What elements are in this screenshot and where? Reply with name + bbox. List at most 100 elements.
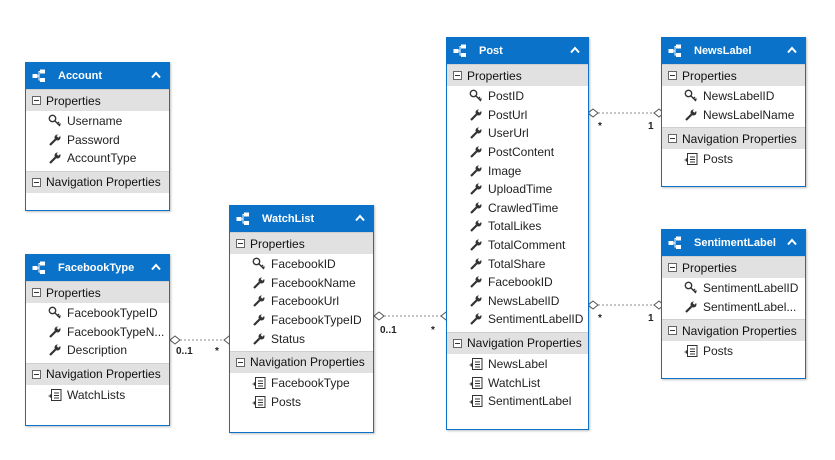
entity-title: Account (58, 70, 102, 82)
navigation-row[interactable]: SentimentLabel (447, 392, 588, 411)
property-row[interactable]: FacebookName (230, 274, 373, 293)
collapse-toggle-icon[interactable] (668, 263, 677, 272)
property-row[interactable]: FacebookUrl (230, 292, 373, 311)
collapse-toggle-icon[interactable] (32, 288, 41, 297)
entity-header: Account (26, 63, 169, 89)
property-name: FacebookUrl (271, 294, 340, 309)
property-name: Status (271, 331, 306, 346)
properties-section-header[interactable]: Properties (26, 281, 169, 303)
property-row[interactable]: UserUrl (447, 124, 588, 143)
navigation-row[interactable]: NewsLabel (447, 355, 588, 374)
navigation-section-header[interactable]: Navigation Properties (230, 350, 373, 373)
key-icon (684, 281, 698, 295)
navigation-name: SentimentLabel (488, 394, 572, 409)
property-row[interactable]: TotalComment (447, 236, 588, 255)
multiplicity-label: * (431, 325, 435, 336)
navigation-row[interactable]: Posts (230, 393, 373, 412)
property-name: UserUrl (488, 126, 529, 141)
collapse-toggle-icon[interactable] (32, 177, 41, 187)
entity-header: FacebookType (26, 255, 169, 281)
property-row[interactable]: SentimentLabelID (662, 279, 805, 298)
property-row[interactable]: Image (447, 161, 588, 180)
property-name: SentimentLabelID (488, 312, 584, 327)
property-name: FacebookTypeID (271, 313, 362, 328)
wrench-icon (252, 294, 266, 308)
property-row[interactable]: SentimentLabel... (662, 298, 805, 317)
entity-header: SentimentLabel (662, 230, 805, 256)
properties-section-header[interactable]: Properties (26, 89, 169, 111)
property-row[interactable]: FacebookTypeID (26, 304, 169, 323)
wrench-icon (469, 145, 483, 159)
wrench-icon (252, 276, 266, 290)
property-row[interactable]: UploadTime (447, 180, 588, 199)
navigation-row[interactable]: WatchLists (26, 386, 169, 405)
property-row[interactable]: TotalShare (447, 254, 588, 273)
navigation-row[interactable]: FacebookType (230, 374, 373, 393)
property-row[interactable]: NewsLabelName (662, 106, 805, 125)
navigation-section-header[interactable]: Navigation Properties (26, 362, 169, 385)
navigation-row[interactable]: Posts (662, 342, 805, 361)
property-row[interactable]: TotalLikes (447, 217, 588, 236)
collapse-toggle-icon[interactable] (453, 71, 462, 80)
property-name: Image (488, 163, 522, 178)
property-row[interactable]: FacebookTypeID (230, 311, 373, 330)
navigation-icon (684, 344, 698, 358)
collapse-toggle-icon[interactable] (236, 239, 245, 248)
collapse-toggle-icon[interactable] (236, 357, 245, 367)
collapse-toggle-icon[interactable] (32, 369, 41, 379)
wrench-icon (48, 133, 62, 147)
property-row[interactable]: SentimentLabelID (447, 310, 588, 329)
collapse-toggle-icon[interactable] (453, 338, 462, 348)
property-row[interactable]: AccountType (26, 149, 169, 168)
property-row[interactable]: PostID (447, 87, 588, 106)
chevron-up-icon[interactable] (355, 213, 365, 222)
properties-section-header[interactable]: Properties (662, 256, 805, 278)
property-row[interactable]: Description (26, 341, 169, 360)
navigation-section-header[interactable]: Navigation Properties (447, 331, 588, 354)
property-row[interactable]: NewsLabelID (662, 87, 805, 106)
property-name: TotalComment (488, 238, 566, 253)
association-end-diamond (169, 335, 181, 345)
property-name: PostUrl (488, 107, 528, 122)
property-row[interactable]: FacebookID (447, 273, 588, 292)
navigation-name: NewsLabel (488, 357, 548, 372)
collapse-toggle-icon[interactable] (668, 134, 677, 144)
property-row[interactable]: Username (26, 112, 169, 131)
collapse-toggle-icon[interactable] (32, 96, 41, 105)
property-row[interactable]: FacebookID (230, 255, 373, 274)
property-row[interactable]: CrawledTime (447, 199, 588, 218)
properties-section-header[interactable]: Properties (230, 232, 373, 254)
collapse-toggle-icon[interactable] (668, 326, 677, 336)
entity-title: NewsLabel (694, 45, 752, 57)
wrench-icon (469, 219, 483, 233)
chevron-up-icon[interactable] (787, 237, 797, 246)
property-row[interactable]: PostContent (447, 143, 588, 162)
multiplicity-label: * (215, 346, 219, 357)
property-row[interactable]: PostUrl (447, 106, 588, 125)
navigation-section-header[interactable]: Navigation Properties (26, 170, 169, 193)
wrench-icon (684, 300, 698, 314)
navigation-section-header[interactable]: Navigation Properties (662, 319, 805, 342)
navigation-section-header[interactable]: Navigation Properties (662, 127, 805, 150)
chevron-up-icon[interactable] (151, 262, 161, 271)
properties-section-header[interactable]: Properties (447, 64, 588, 86)
properties-section-header[interactable]: Properties (662, 64, 805, 86)
chevron-up-icon[interactable] (570, 45, 580, 54)
property-row[interactable]: Password (26, 131, 169, 150)
property-row[interactable]: FacebookTypeN... (26, 323, 169, 342)
chevron-up-icon[interactable] (151, 70, 161, 79)
navigation-row[interactable]: Posts (662, 150, 805, 169)
collapse-toggle-icon[interactable] (668, 71, 677, 80)
property-row[interactable]: NewsLabelID (447, 292, 588, 311)
property-row[interactable]: Status (230, 329, 373, 348)
navigation-row[interactable]: WatchList (447, 373, 588, 392)
chevron-up-icon[interactable] (787, 45, 797, 54)
